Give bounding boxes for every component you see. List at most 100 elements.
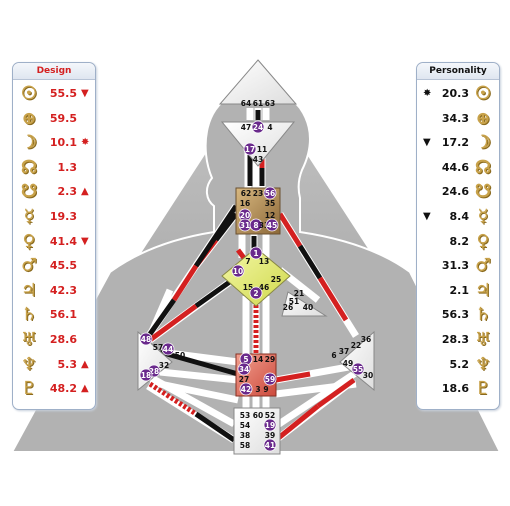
gate-41-activation: [263, 438, 277, 452]
planet-row-moon: ☽ 17.2 ▼: [417, 134, 499, 152]
planet-mark: ▲: [81, 383, 89, 395]
gate-38: 38: [240, 431, 250, 440]
venus-icon: ♀: [22, 230, 36, 252]
gate-32: 32: [159, 361, 169, 370]
gate-8-activation: [249, 218, 263, 232]
planet-mark: ▼: [81, 88, 89, 99]
planet-value: 20.3: [441, 87, 469, 100]
planet-row-uranus: ♅ 28.3: [417, 331, 499, 349]
gate-24: 24: [253, 123, 263, 132]
gate-30: 30: [363, 371, 373, 380]
planet-value: 28.3: [441, 333, 469, 346]
planet-value: 19.3: [49, 210, 77, 223]
earth-icon: ⊕: [21, 107, 37, 129]
gate-39: 39: [265, 431, 275, 440]
planet-value: 8.2: [449, 234, 470, 248]
jupiter-icon: ♃: [20, 279, 38, 301]
gate-27: 27: [239, 375, 249, 384]
planet-value: 17.2: [441, 136, 469, 150]
planet-row-sun: ☉20.3✸: [417, 85, 499, 103]
gate-15: 15: [243, 283, 253, 292]
gate-63: 63: [265, 99, 275, 108]
planet-mark: ▲: [81, 358, 89, 370]
planet-row-mercury: ☿19.3: [13, 208, 95, 226]
pluto-icon: ♇: [20, 378, 38, 400]
gate-17: 17: [245, 145, 255, 154]
gate-18: 18: [141, 371, 151, 380]
design-panel: Design ☉55.5▼⊕59.5☽10.1✸☊1.3☋2.3▲☿19.3♀4…: [12, 62, 96, 410]
planet-value: 41.4: [49, 234, 77, 248]
mars-icon: ♂: [20, 255, 38, 277]
planet-value: 34.3: [441, 111, 469, 125]
saturn-icon: ♄: [474, 304, 492, 326]
gate-14: 14: [253, 355, 263, 364]
gate-34-activation: [237, 362, 251, 376]
gate-48: 48: [141, 335, 151, 344]
gate-46: 46: [259, 283, 269, 292]
planet-row-north-node: ☊44.6: [417, 158, 499, 177]
heart-center: [281, 291, 328, 317]
gate-55: 55: [353, 365, 363, 374]
planet-row-uranus: ♅28.6: [13, 331, 95, 349]
gate-56-activation: [263, 186, 277, 200]
neptune-icon: ♆: [20, 353, 38, 375]
planet-value: 44.6: [441, 160, 469, 174]
gate-16: 16: [240, 199, 250, 208]
planet-row-venus: ♀8.2: [417, 232, 499, 251]
planet-row-moon: ☽ 10.1 ✸: [13, 134, 95, 152]
gate-12: 12: [265, 211, 275, 220]
gate-26: 26: [283, 303, 293, 312]
gate-20: 20: [240, 211, 250, 220]
gate-54: 54: [240, 421, 250, 430]
gate-48-activation: [139, 332, 153, 346]
gate-45: 45: [267, 221, 277, 230]
gate-43: 43: [253, 155, 263, 164]
gate-2: 2: [253, 289, 258, 298]
earth-icon: ⊕: [475, 107, 491, 129]
planet-mark: ▼: [423, 137, 431, 149]
pluto-icon: ♇: [474, 378, 492, 400]
planet-row-pluto: ♇ 18.6: [417, 380, 499, 398]
planet-row-south-node: ☋24.6: [417, 183, 499, 201]
planet-value: 59.5: [49, 111, 77, 125]
gate-61: 61: [253, 99, 263, 108]
design-panel-title: Design: [13, 63, 95, 80]
gate-40: 40: [303, 303, 313, 312]
gate-29: 29: [265, 355, 275, 364]
planet-value: 5.2: [449, 357, 470, 371]
planet-value: 18.6: [441, 382, 469, 396]
gate-35: 35: [265, 199, 275, 208]
planet-row-sun: ☉55.5▼: [13, 85, 95, 103]
gate-1-activation: [249, 246, 263, 260]
planet-row-neptune: ♆ 5.3▲: [13, 353, 95, 375]
gate-19: 19: [265, 421, 275, 430]
gate-8: 8: [253, 221, 258, 230]
planet-row-mars: ♂31.3: [417, 257, 499, 275]
gate-25: 25: [271, 275, 281, 284]
planet-value: 42.3: [49, 283, 77, 297]
uranus-icon: ♅: [474, 329, 492, 350]
moon-icon: ☽: [474, 132, 492, 154]
gate-31: 31: [240, 221, 250, 230]
mars-icon: ♂: [474, 255, 492, 277]
south-node-icon: ☋: [21, 181, 37, 203]
gate-34: 34: [239, 365, 249, 374]
saturn-icon: ♄: [20, 304, 38, 326]
planet-value: 5.3: [57, 357, 78, 371]
planet-row-earth: ⊕ 59.5: [13, 107, 95, 129]
planet-row-jupiter: ♃2.1: [417, 279, 499, 301]
south-node-icon: ☋: [475, 181, 491, 203]
planet-mark: ✸: [81, 137, 90, 149]
moon-icon: ☽: [20, 132, 38, 154]
gate-57: 57: [153, 343, 163, 352]
gate-22: 22: [351, 341, 361, 350]
planet-row-earth: ⊕ 34.3: [417, 107, 499, 129]
gate-49: 49: [343, 359, 353, 368]
gate-11: 11: [257, 145, 267, 154]
planet-row-jupiter: ♃ 42.3: [13, 279, 95, 301]
planet-value: 10.1: [49, 136, 77, 150]
gate-58: 58: [240, 441, 250, 450]
jupiter-icon: ♃: [474, 279, 492, 301]
planet-row-venus: ♀41.4▼: [13, 230, 95, 252]
